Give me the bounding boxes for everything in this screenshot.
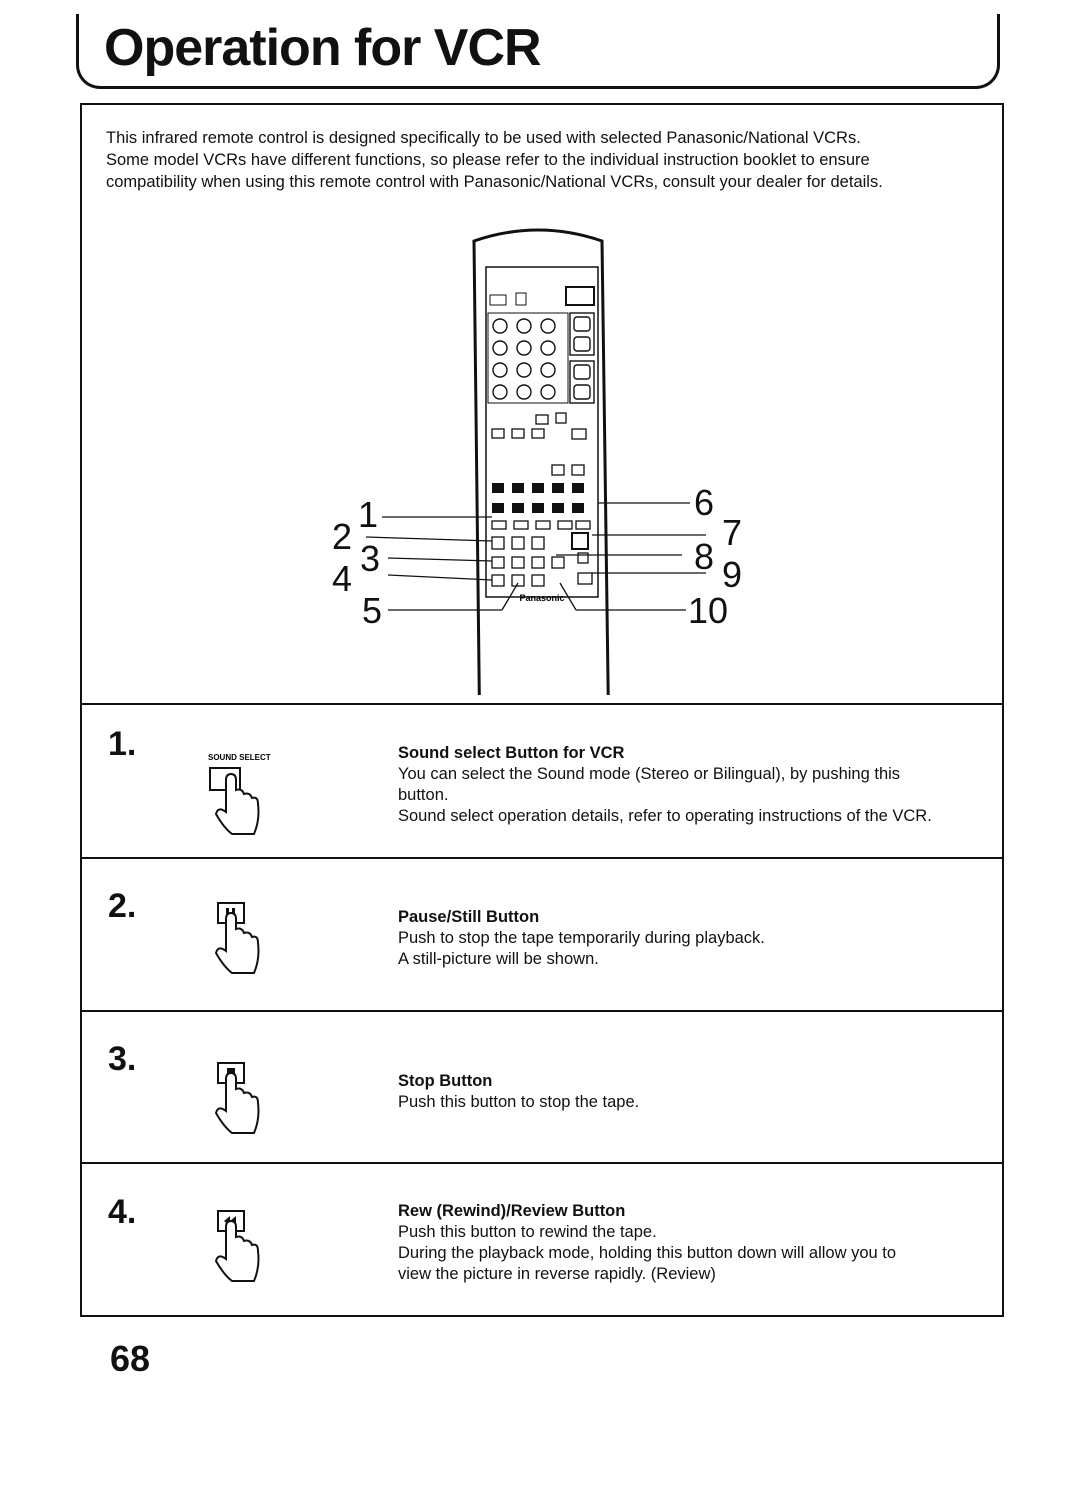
page-title: Operation for VCR [104,19,542,77]
callout-8: 8 [694,536,714,577]
step-line: Push this button to stop the tape. [398,1093,640,1111]
callout-4: 4 [332,558,352,599]
step-line: button. [398,786,449,804]
title-frame [76,14,1000,89]
callout-5: 5 [362,590,382,631]
remote-brand: Panasonic [519,593,564,603]
page-number: 68 [110,1338,151,1379]
step-title: Stop Button [398,1072,493,1090]
step-line: view the picture in reverse rapidly. (Re… [398,1265,716,1283]
callout-9: 9 [722,554,742,595]
intro-line: This infrared remote control is designed… [106,129,861,147]
step-line: Sound select operation details, refer to… [398,807,932,825]
section-divider [82,1010,1002,1012]
intro-paragraph: This infrared remote control is designed… [106,127,986,193]
callout-6: 6 [694,482,714,523]
section-divider [82,857,1002,859]
rewind-button-icon [214,1210,260,1282]
step-number: 1. [108,725,137,763]
step-title: Sound select Button for VCR [398,744,625,762]
step-number: 3. [108,1040,137,1078]
step-title: Rew (Rewind)/Review Button [398,1202,626,1220]
intro-line: compatibility when using this remote con… [106,173,883,191]
remote-control-figure: Panasonic 1 2 3 4 5 6 7 8 9 10 [332,228,742,695]
step-description: Pause/Still Button Push to stop the tape… [398,907,998,970]
section-divider [82,1162,1002,1164]
callout-3: 3 [360,538,380,579]
step-line: Push to stop the tape temporarily during… [398,929,765,947]
step-line: Push this button to rewind the tape. [398,1223,657,1241]
callout-2: 2 [332,516,352,557]
sound-select-button-icon: SOUND SELECT [208,753,271,835]
pause-button-icon [214,902,260,974]
step-title: Pause/Still Button [398,908,540,926]
callout-7: 7 [722,512,742,553]
sound-select-label: SOUND SELECT [208,753,271,762]
stop-button-icon [214,1062,260,1134]
step-description: Stop Button Push this button to stop the… [398,1071,998,1113]
section-divider [82,703,1002,705]
step-number: 4. [108,1193,137,1231]
content-frame: This infrared remote control is designed… [80,103,1004,1317]
step-description: Sound select Button for VCR You can sele… [398,743,998,827]
step-line: A still-picture will be shown. [398,950,599,968]
step-line: During the playback mode, holding this b… [398,1244,897,1262]
intro-line: Some model VCRs have different functions… [106,151,870,169]
callout-10: 10 [688,590,728,631]
callout-1: 1 [358,494,378,535]
step-line: You can select the Sound mode (Stereo or… [398,765,901,783]
step-number: 2. [108,887,137,925]
step-description: Rew (Rewind)/Review Button Push this but… [398,1201,998,1285]
